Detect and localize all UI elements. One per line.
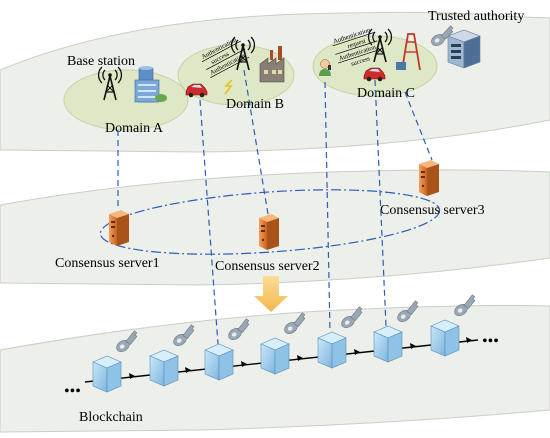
chain-ellipsis-left: ••• [64, 383, 81, 400]
building-icon [134, 66, 167, 103]
server-icon [259, 214, 279, 250]
consensus-server3-label: Consensus server3 [380, 203, 485, 218]
link-domain-c-to-block [374, 79, 387, 327]
link-domain-b-to-block [199, 99, 219, 345]
link-domain-c-person-to-block [324, 81, 331, 333]
server-icon [109, 210, 129, 246]
link-domain-b-to-server2 [243, 69, 269, 215]
base-station-label: Base station [67, 54, 135, 69]
domain-c-label: Domain C [357, 86, 415, 101]
industrial-structure-icon [396, 33, 421, 71]
block-cube-icon [260, 337, 290, 375]
block-cube-icon [317, 331, 347, 369]
block-cube-icon [373, 325, 403, 363]
blockchain-label: Blockchain [79, 410, 143, 425]
block-cube-icon [204, 343, 234, 381]
server-icon [419, 160, 439, 196]
consensus-ring [99, 189, 441, 255]
link-domain-c-to-server3 [404, 91, 433, 161]
consensus-server2-label: Consensus server2 [215, 259, 320, 274]
domain-a-label: Domain A [105, 121, 164, 136]
block-cube-icon [430, 319, 460, 357]
trusted-authority-icon [447, 29, 481, 69]
person-phone-icon [319, 59, 331, 76]
trusted-authority-label: Trusted authority [428, 9, 524, 24]
chain-ellipsis-right: ••• [482, 333, 499, 350]
chain-arrowheads [129, 337, 472, 379]
domain-b-label: Domain B [226, 97, 284, 112]
wireless-signal-icon [224, 79, 233, 95]
block-cube-icon [149, 349, 179, 387]
block-cube-icon [92, 355, 122, 393]
consensus-server1-label: Consensus server1 [55, 256, 160, 271]
down-arrow-icon [254, 276, 288, 312]
factory-icon [259, 46, 285, 83]
